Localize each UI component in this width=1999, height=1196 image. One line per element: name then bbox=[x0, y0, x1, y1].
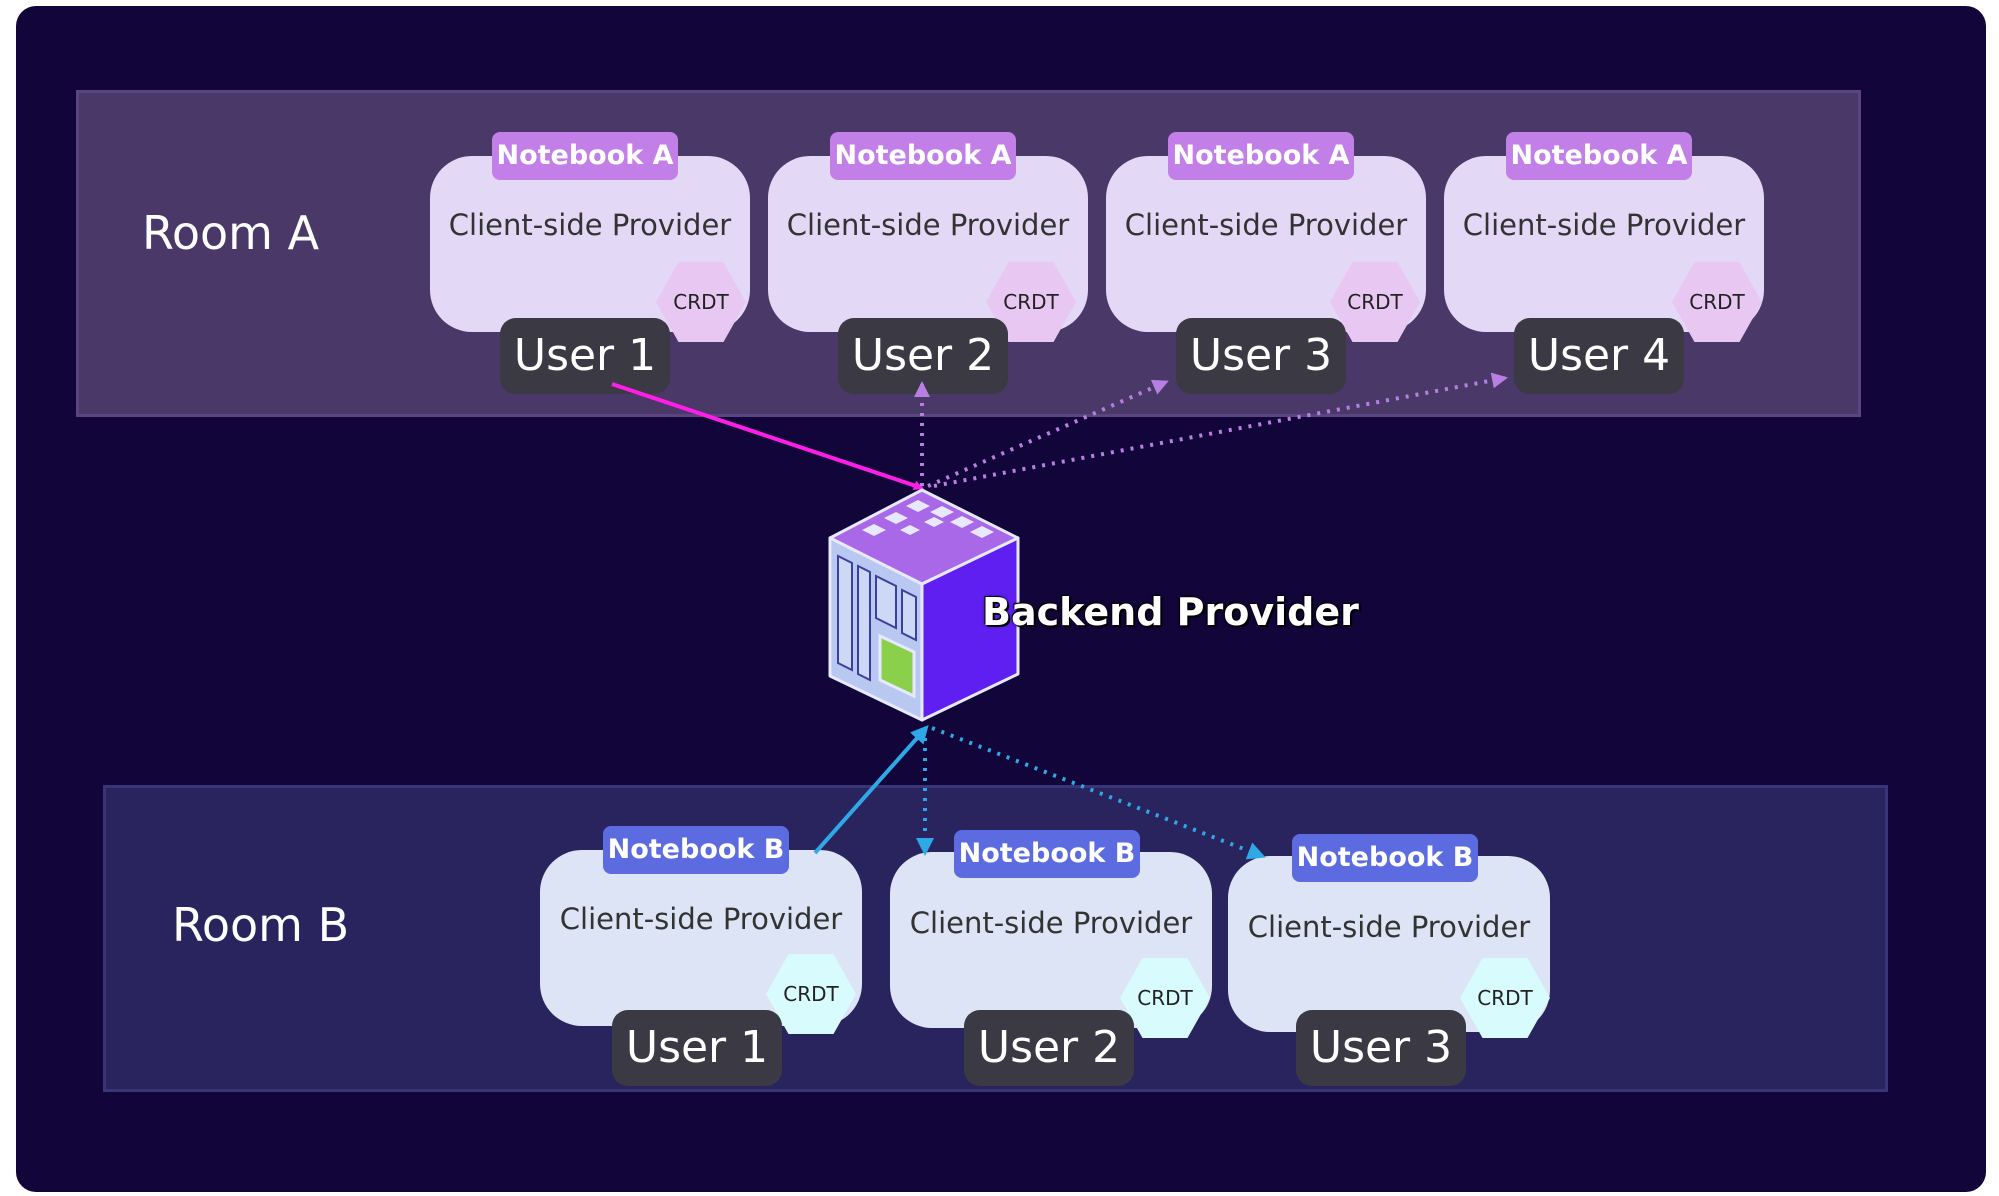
user-badge-b2: User 2 bbox=[964, 1010, 1134, 1086]
notebook-tag-b3: Notebook B bbox=[1292, 834, 1478, 882]
notebook-tag-b1: Notebook B bbox=[603, 826, 789, 874]
user-badge-a4: User 4 bbox=[1514, 318, 1684, 394]
crdt-badge-a4: CRDT bbox=[1672, 262, 1762, 342]
room-a-label: Room A bbox=[142, 206, 320, 260]
user-badge-a2: User 2 bbox=[838, 318, 1008, 394]
client-provider-label: Client-side Provider bbox=[448, 208, 732, 242]
arrow-user1-to-backend bbox=[611, 382, 924, 491]
arrow-backend-to-user4 bbox=[933, 372, 1508, 488]
user-badge-b3: User 3 bbox=[1296, 1010, 1466, 1086]
client-provider-label: Client-side Provider bbox=[559, 902, 843, 936]
backend-provider-label: Backend Provider bbox=[982, 590, 1359, 634]
notebook-tag-a2: Notebook A bbox=[830, 132, 1016, 180]
notebook-tag-a3: Notebook A bbox=[1168, 132, 1354, 180]
client-provider-label: Client-side Provider bbox=[1247, 910, 1531, 944]
arrow-roomb-user1-to-backend bbox=[813, 725, 929, 855]
user-badge-a3: User 3 bbox=[1176, 318, 1346, 394]
client-provider-label: Client-side Provider bbox=[909, 906, 1193, 940]
user-badge-b1: User 1 bbox=[612, 1010, 782, 1086]
client-provider-a2: Client-side Provider bbox=[768, 156, 1088, 332]
crdt-badge-a1: CRDT bbox=[656, 262, 746, 342]
client-provider-label: Client-side Provider bbox=[786, 208, 1070, 242]
client-provider-b1: Client-side Provider bbox=[540, 850, 862, 1026]
notebook-tag-a1: Notebook A bbox=[492, 132, 678, 180]
notebook-tag-b2: Notebook B bbox=[954, 830, 1140, 878]
notebook-tag-a4: Notebook A bbox=[1506, 132, 1692, 180]
room-b-label: Room B bbox=[172, 898, 350, 952]
user-badge-a1: User 1 bbox=[500, 318, 670, 394]
client-provider-label: Client-side Provider bbox=[1124, 208, 1408, 242]
client-provider-label: Client-side Provider bbox=[1462, 208, 1746, 242]
